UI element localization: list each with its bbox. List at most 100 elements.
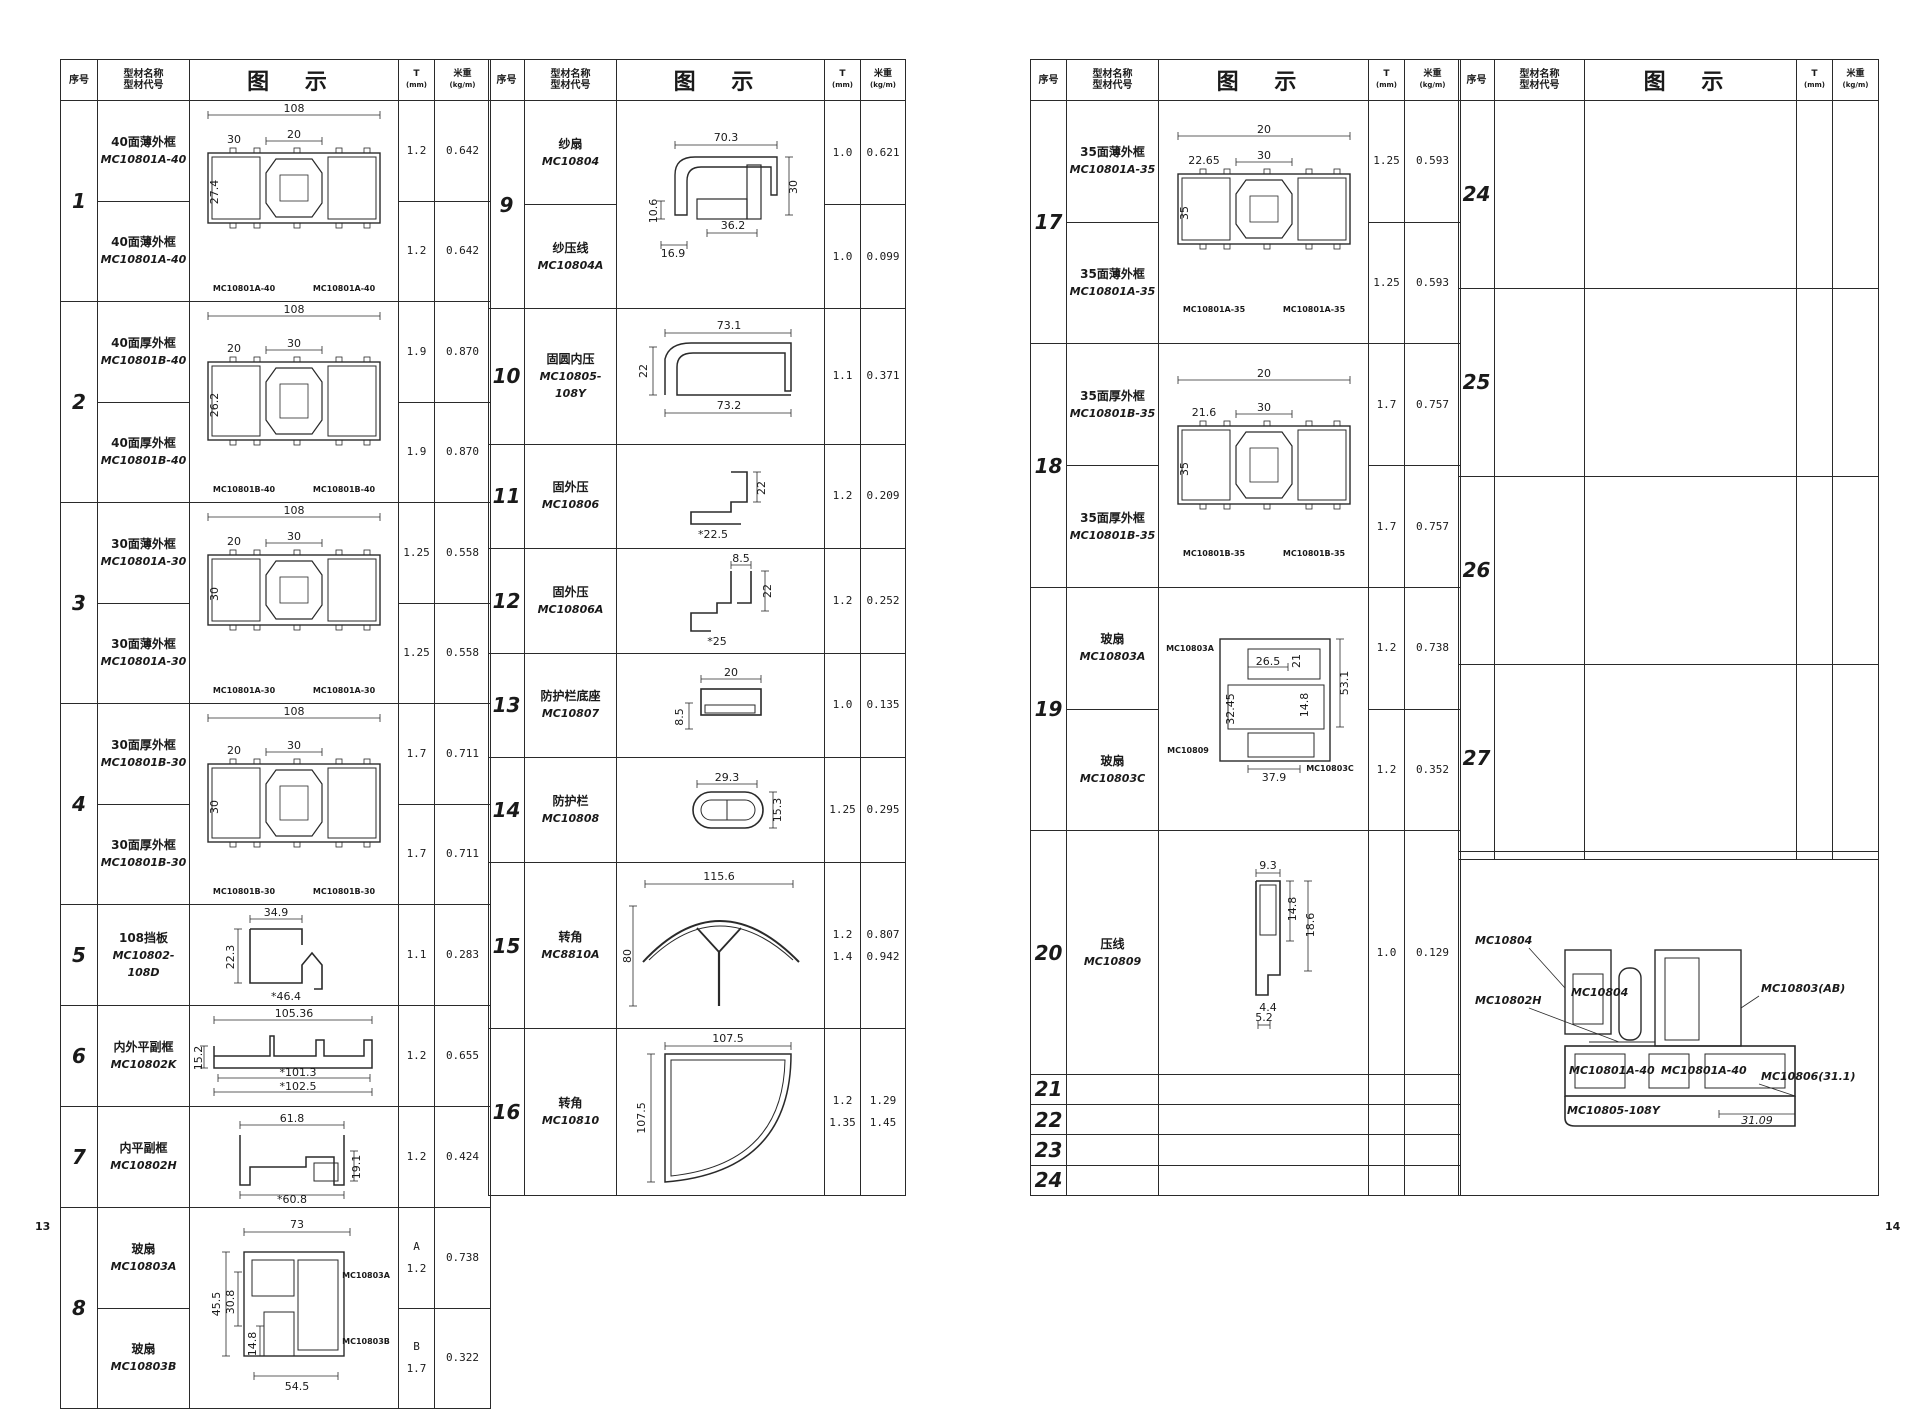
profile-name: 30面厚外框 (111, 737, 176, 752)
profile-name: 内平副框 (119, 1141, 168, 1155)
profile-outline (700, 799, 755, 821)
profile-code-label: MC10801B-35 (1282, 549, 1345, 558)
profile-code: MC10803B (110, 1360, 177, 1374)
thickness-value: 1.7 (1376, 519, 1397, 533)
profile-clip (1199, 168, 1206, 175)
thickness-value: 1.2 (832, 1094, 853, 1108)
profile-name: 玻扇 (131, 1342, 156, 1357)
profile-name-cell (1066, 1104, 1159, 1136)
profile-clip (1199, 503, 1206, 510)
profile-clip (363, 147, 371, 154)
header-name: 型材名称 (123, 69, 164, 80)
profile-drawing: 29.315.3 (691, 771, 784, 829)
profile-name: 纱压线 (552, 240, 589, 255)
assembly-drawing: MC10804MC10804MC10802HMC10803(AB)MC10801… (1475, 934, 1855, 1127)
weight-value: 0.135 (866, 698, 900, 712)
weight-cell: 0.424 (434, 1106, 491, 1208)
profile-outline (689, 471, 748, 526)
header-figure: 图 示 (189, 59, 399, 101)
dimension-label: 31.09 (1741, 1114, 1773, 1127)
weight-cell (1832, 475, 1879, 665)
dimension-label: 73.2 (716, 399, 741, 412)
dimension-label: 29.3 (714, 771, 739, 784)
row-number-text: 6 (72, 1044, 86, 1068)
profile-code: MC10806 (541, 498, 600, 512)
thickness-value: 1.2 (406, 1049, 427, 1062)
profile-name-cell (1066, 1073, 1159, 1106)
profile-name: 40面薄外框 (111, 134, 176, 149)
profile-outline (670, 1059, 786, 1177)
profile-clip (229, 356, 237, 363)
weight-value: 0.593 (1415, 154, 1450, 168)
dimension-label: 8.5 (732, 552, 750, 565)
row-number-text: 15 (492, 933, 521, 958)
profile-clip (1223, 168, 1230, 175)
row-number: 23 (1030, 1134, 1067, 1166)
dimension-label: 30 (208, 587, 221, 601)
row-number-text: 12 (492, 588, 521, 613)
profile-clip (363, 356, 371, 363)
profile-outline (279, 174, 309, 202)
thickness-value: 1.2 (1376, 763, 1397, 776)
profile-code: MC10801B-40 (100, 454, 187, 468)
row-number-text: 5 (72, 943, 86, 967)
thickness-value: 1.25 (1373, 276, 1400, 290)
header-name-code: 型材名称型材代号 (1066, 59, 1159, 101)
row-number-text: 10 (492, 364, 521, 389)
profile-figure-cell (1584, 663, 1797, 853)
thickness-value: 1.0 (832, 249, 853, 263)
profile-outline (704, 704, 755, 714)
weight-value: 0.870 (445, 445, 480, 459)
dimension-label: 30 (1257, 401, 1271, 414)
dimension-label: 107.5 (635, 1102, 648, 1134)
profile-name-cell (1494, 851, 1585, 860)
page-number-right: 14 (1885, 1220, 1901, 1233)
profile-outline (327, 156, 377, 220)
weight-cell: 0.135 (860, 652, 906, 759)
thickness-cell (1796, 287, 1833, 477)
dimension-label: 30 (287, 337, 301, 350)
profile-outline (263, 1311, 295, 1357)
thickness-cell (1796, 663, 1833, 853)
assembly-labels: MC10804MC10804MC10802HMC10803(AB)MC10801… (1475, 934, 1855, 1117)
header-weight: 米重(kg/m) (1404, 59, 1461, 101)
row-number-text: 23 (1034, 1138, 1063, 1163)
profile-outline (641, 919, 800, 963)
header-t: T(mm) (398, 59, 435, 101)
weight-value: 0.322 (445, 1351, 480, 1365)
profile-outline (207, 763, 381, 843)
thickness-value: 1.9 (406, 445, 427, 459)
thickness-cell (1368, 1134, 1405, 1166)
dimension-label: 115.6 (703, 870, 735, 883)
dimension-label: *22.5 (698, 528, 728, 541)
thickness-value: 1.2 (832, 927, 853, 941)
weight-cell (1832, 851, 1879, 860)
profile-clip (363, 758, 371, 765)
variant-tag: A (413, 1239, 420, 1253)
profile-drawing: 8.522*25 (689, 552, 774, 648)
profile-code-label: MC10803C (1306, 764, 1354, 773)
thickness-value: 1.0 (832, 145, 853, 159)
row-number: 7 (60, 1106, 98, 1208)
header-seq: 序号 (1030, 59, 1067, 101)
row-number-text: 22 (1034, 1107, 1063, 1132)
weight-value: 0.371 (866, 369, 900, 383)
thickness-value: 1.2 (832, 593, 853, 607)
weight-value: 0.593 (1415, 276, 1450, 290)
